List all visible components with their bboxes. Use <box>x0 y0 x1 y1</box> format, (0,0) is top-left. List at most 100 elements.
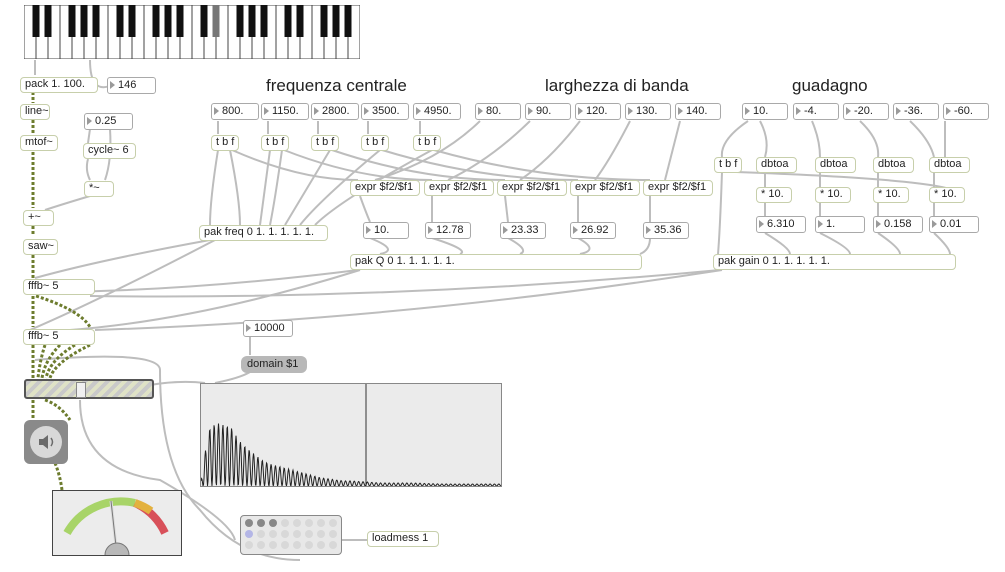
freq-number-box[interactable]: 800. <box>211 103 259 120</box>
black-key[interactable] <box>176 5 184 37</box>
gain-number-box[interactable]: -60. <box>943 103 989 120</box>
matrix-cell[interactable] <box>293 519 301 527</box>
freq-number-box[interactable]: 3500. <box>361 103 409 120</box>
gain-tbf-object[interactable]: t b f <box>714 157 742 173</box>
saw-object[interactable]: saw~ <box>23 239 58 255</box>
matrix-cell[interactable] <box>317 530 325 538</box>
black-key[interactable] <box>200 5 208 37</box>
matrix-cell[interactable] <box>293 541 301 549</box>
gain-slider[interactable] <box>24 379 154 399</box>
add-signal-object[interactable]: +~ <box>23 210 54 226</box>
matrix-cell[interactable] <box>329 530 337 538</box>
bandwidth-number-box[interactable]: 140. <box>675 103 721 120</box>
q-number-box[interactable]: 12.78 <box>425 222 471 239</box>
matrix-cell[interactable] <box>269 541 277 549</box>
freq-tbf-object[interactable]: t b f <box>211 135 239 151</box>
fffb-object-2[interactable]: fffb~ 5 <box>23 329 95 345</box>
pak-q-object[interactable]: pak Q 0 1. 1. 1. 1. 1. <box>350 254 642 270</box>
freq-tbf-object[interactable]: t b f <box>361 135 389 151</box>
dbtoa-object[interactable]: dbtoa <box>756 157 797 173</box>
black-key[interactable] <box>164 5 172 37</box>
gain-number-box[interactable]: -4. <box>793 103 839 120</box>
loadmess-object[interactable]: loadmess 1 <box>367 531 439 547</box>
matrix-cell[interactable] <box>257 519 265 527</box>
dbtoa-object[interactable]: dbtoa <box>873 157 914 173</box>
matrix-cell[interactable] <box>305 541 313 549</box>
note-number-box[interactable]: 146 <box>107 77 156 94</box>
bandwidth-number-box[interactable]: 80. <box>475 103 521 120</box>
black-key[interactable] <box>68 5 76 37</box>
matrix-cell[interactable] <box>281 541 289 549</box>
q-number-box[interactable]: 35.36 <box>643 222 689 239</box>
matrix-cell[interactable] <box>245 530 253 538</box>
line-object[interactable]: line~ <box>20 104 50 120</box>
matrix-cell[interactable] <box>281 519 289 527</box>
multiply-object[interactable]: * 10. <box>873 187 909 203</box>
black-key[interactable] <box>152 5 160 37</box>
mtof-object[interactable]: mtof~ <box>20 135 58 151</box>
gain-number-box[interactable]: 10. <box>742 103 788 120</box>
pak-freq-object[interactable]: pak freq 0 1. 1. 1. 1. 1. <box>199 225 328 241</box>
lfo-amplitude-number-box[interactable]: 0.25 <box>84 113 133 130</box>
amplitude-number-box[interactable]: 1. <box>815 216 865 233</box>
domain-number-box[interactable]: 10000 <box>243 320 293 337</box>
piano-keyboard[interactable] <box>24 5 360 59</box>
pressed-black-key[interactable] <box>212 5 220 37</box>
matrix-cell[interactable] <box>305 519 313 527</box>
expr-object[interactable]: expr $f2/$f1 <box>350 180 420 196</box>
matrix-grid[interactable] <box>240 515 342 555</box>
black-key[interactable] <box>248 5 256 37</box>
matrix-cell[interactable] <box>293 530 301 538</box>
black-key[interactable] <box>44 5 52 37</box>
black-key[interactable] <box>236 5 244 37</box>
multiply-object[interactable]: * 10. <box>756 187 792 203</box>
q-number-box[interactable]: 10. <box>363 222 409 239</box>
expr-object[interactable]: expr $f2/$f1 <box>570 180 640 196</box>
multiply-signal-object[interactable]: *~ <box>84 181 114 197</box>
bandwidth-number-box[interactable]: 120. <box>575 103 621 120</box>
black-key[interactable] <box>128 5 136 37</box>
expr-object[interactable]: expr $f2/$f1 <box>497 180 567 196</box>
freq-tbf-object[interactable]: t b f <box>311 135 339 151</box>
black-key[interactable] <box>116 5 124 37</box>
matrix-cell[interactable] <box>257 541 265 549</box>
cycle-object[interactable]: cycle~ 6 <box>83 143 136 159</box>
black-key[interactable] <box>284 5 292 37</box>
dbtoa-object[interactable]: dbtoa <box>815 157 856 173</box>
amplitude-number-box[interactable]: 0.158 <box>873 216 923 233</box>
matrix-cell[interactable] <box>317 519 325 527</box>
freq-number-box[interactable]: 1150. <box>261 103 309 120</box>
black-key[interactable] <box>92 5 100 37</box>
bandwidth-number-box[interactable]: 90. <box>525 103 571 120</box>
black-key[interactable] <box>32 5 40 37</box>
freq-number-box[interactable]: 2800. <box>311 103 359 120</box>
black-key[interactable] <box>344 5 352 37</box>
pack-object[interactable]: pack 1. 100. <box>20 77 98 93</box>
gain-number-box[interactable]: -36. <box>893 103 939 120</box>
black-key[interactable] <box>80 5 88 37</box>
matrix-cell[interactable] <box>281 530 289 538</box>
matrix-cell[interactable] <box>245 541 253 549</box>
fffb-object-1[interactable]: fffb~ 5 <box>23 279 95 295</box>
amplitude-number-box[interactable]: 6.310 <box>756 216 806 233</box>
expr-object[interactable]: expr $f2/$f1 <box>424 180 494 196</box>
matrix-cell[interactable] <box>257 530 265 538</box>
freq-tbf-object[interactable]: t b f <box>261 135 289 151</box>
q-number-box[interactable]: 23.33 <box>500 222 546 239</box>
matrix-cell[interactable] <box>329 541 337 549</box>
domain-message[interactable]: domain $1 <box>241 356 307 373</box>
matrix-cell[interactable] <box>269 519 277 527</box>
black-key[interactable] <box>332 5 340 37</box>
expr-object[interactable]: expr $f2/$f1 <box>643 180 713 196</box>
dac-button[interactable] <box>24 420 68 464</box>
amplitude-number-box[interactable]: 0.01 <box>929 216 979 233</box>
matrix-cell[interactable] <box>317 541 325 549</box>
freq-tbf-object[interactable]: t b f <box>413 135 441 151</box>
matrix-cell[interactable] <box>245 519 253 527</box>
multiply-object[interactable]: * 10. <box>929 187 965 203</box>
black-key[interactable] <box>296 5 304 37</box>
matrix-cell[interactable] <box>329 519 337 527</box>
q-number-box[interactable]: 26.92 <box>570 222 616 239</box>
pak-gain-object[interactable]: pak gain 0 1. 1. 1. 1. 1. <box>713 254 956 270</box>
gain-number-box[interactable]: -20. <box>843 103 889 120</box>
